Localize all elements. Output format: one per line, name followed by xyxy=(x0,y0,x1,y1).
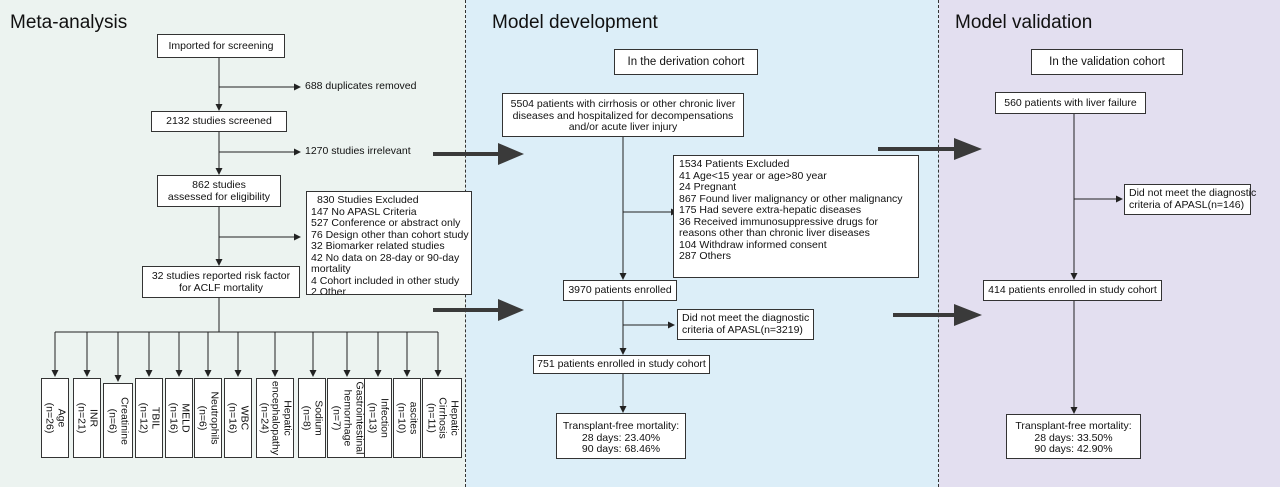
excluded-line: 42 No data on 28-day or 90-day xyxy=(311,251,460,264)
mortality-line: Transplant-free mortality: xyxy=(1015,420,1132,432)
excluded-line: 2 Other xyxy=(311,286,347,295)
excluded-line: 41 Age<15 year or age>80 year xyxy=(679,169,827,182)
excluded-line: 76 Design other than cohort study xyxy=(311,228,469,241)
irrelevant-label: 1270 studies irrelevant xyxy=(305,145,411,157)
assessed-line: assessed for eligibility xyxy=(167,190,271,203)
mortality-line: 90 days: 68.46% xyxy=(581,443,661,455)
reported-line: 32 studies reported risk factor xyxy=(151,270,291,282)
factor-tbil-box: TBIL(n=12) xyxy=(135,378,163,458)
validation-patients-box: 560 patients with liver failure xyxy=(995,92,1146,114)
factor-infection-box: Infection(n=13) xyxy=(364,378,392,458)
val-study-cohort-box: 414 patients enrolled in study cohort xyxy=(983,280,1162,301)
dev-not-met-box: Did not meet the diagnostic criteria of … xyxy=(677,309,814,340)
mortality-line: 28 days: 23.40% xyxy=(581,431,661,444)
factor-sodium-box: Sodium(n=8) xyxy=(298,378,326,458)
factor-ascites-box: ascites(n=10) xyxy=(393,378,421,458)
excluded-line: 527 Conference or abstract only xyxy=(311,217,461,229)
factor-inr-box: INR(n=21) xyxy=(73,378,101,458)
reported-box: 32 studies reported risk factor for ACLF… xyxy=(142,266,300,298)
studies-excluded-box: 830 Studies Excluded 147 No APASL Criter… xyxy=(306,191,472,295)
excluded-line: 32 Biomarker related studies xyxy=(311,240,445,252)
dev-study-cohort-box: 751 patients enrolled in study cohort xyxy=(533,355,710,374)
panel-title-dev: Model development xyxy=(492,12,658,33)
excluded-line: 287 Others xyxy=(679,250,731,262)
derivation-cohort-box: In the derivation cohort xyxy=(614,49,758,75)
factor-age-box: Age(n=26) xyxy=(41,378,69,458)
excluded-line: 867 Found liver malignancy or other mali… xyxy=(679,192,903,205)
patients-line: 5504 patients with cirrhosis or other ch… xyxy=(510,98,736,110)
panel-title-val: Model validation xyxy=(955,12,1093,33)
excluded-line: 1534 Patients Excluded xyxy=(679,158,790,170)
mortality-line: 90 days: 42.90% xyxy=(1034,443,1113,455)
val-mortality-box: Transplant-free mortality: 28 days: 33.5… xyxy=(1006,414,1141,459)
excluded-line: mortality xyxy=(311,263,351,275)
dev-mortality-box: Transplant-free mortality: 28 days: 23.4… xyxy=(556,413,686,459)
duplicates-label: 688 duplicates removed xyxy=(305,80,417,92)
not-met-line: criteria of APASL(n=3219) xyxy=(682,323,803,336)
factor-meld-box: MELD(n=16) xyxy=(165,378,193,458)
validation-cohort-box: In the validation cohort xyxy=(1031,49,1183,75)
not-met-line: Did not meet the diagnostic xyxy=(682,312,810,324)
not-met-line: Did not meet the diagnostic xyxy=(1129,187,1257,199)
mortality-line: 28 days: 33.50% xyxy=(1034,431,1113,444)
excluded-line: 147 No APASL Criteria xyxy=(311,205,417,218)
panel-title-meta: Meta-analysis xyxy=(10,12,128,33)
mortality-line: Transplant-free mortality: xyxy=(562,420,680,432)
patients-line: diseases and hospitalized for decompensa… xyxy=(512,109,734,122)
excluded-line: 175 Had severe extra-hepatic diseases xyxy=(679,204,862,216)
panel-divider-2 xyxy=(938,0,939,487)
reported-line: for ACLF mortality xyxy=(178,281,264,294)
factor-neutrophils-box: Neutrophils(n=6) xyxy=(194,378,222,458)
excluded-line: 36 Received immunosuppressive drugs for xyxy=(679,215,879,228)
screened-box: 2132 studies screened xyxy=(151,111,287,132)
excluded-line: 24 Pregnant xyxy=(679,181,737,193)
not-met-line: criteria of APASL(n=146) xyxy=(1129,198,1245,211)
assessed-line: 862 studies xyxy=(192,179,246,191)
enrolled-box: 3970 patients enrolled xyxy=(563,280,677,301)
excluded-line: 4 Cohort included in other study xyxy=(311,274,460,287)
excluded-line: reasons other than chronic liver disease… xyxy=(679,227,870,239)
assessed-box: 862 studies assessed for eligibility xyxy=(157,175,281,207)
factor-wbc-box: WBC(n=16) xyxy=(224,378,252,458)
excluded-line: 830 Studies Excluded xyxy=(317,194,419,206)
imported-box: Imported for screening xyxy=(157,34,285,58)
factor-creatinine-box: Creatinine(n=6) xyxy=(103,383,133,458)
patients-line: and/or acute liver injury xyxy=(568,121,678,133)
patients-excluded-box: 1534 Patients Excluded 41 Age<15 year or… xyxy=(673,155,919,278)
derivation-patients-box: 5504 patients with cirrhosis or other ch… xyxy=(502,93,744,137)
model-validation-panel xyxy=(939,0,1280,487)
val-not-met-box: Did not meet the diagnostic criteria of … xyxy=(1124,184,1257,215)
excluded-line: 104 Withdraw informed consent xyxy=(679,238,827,251)
